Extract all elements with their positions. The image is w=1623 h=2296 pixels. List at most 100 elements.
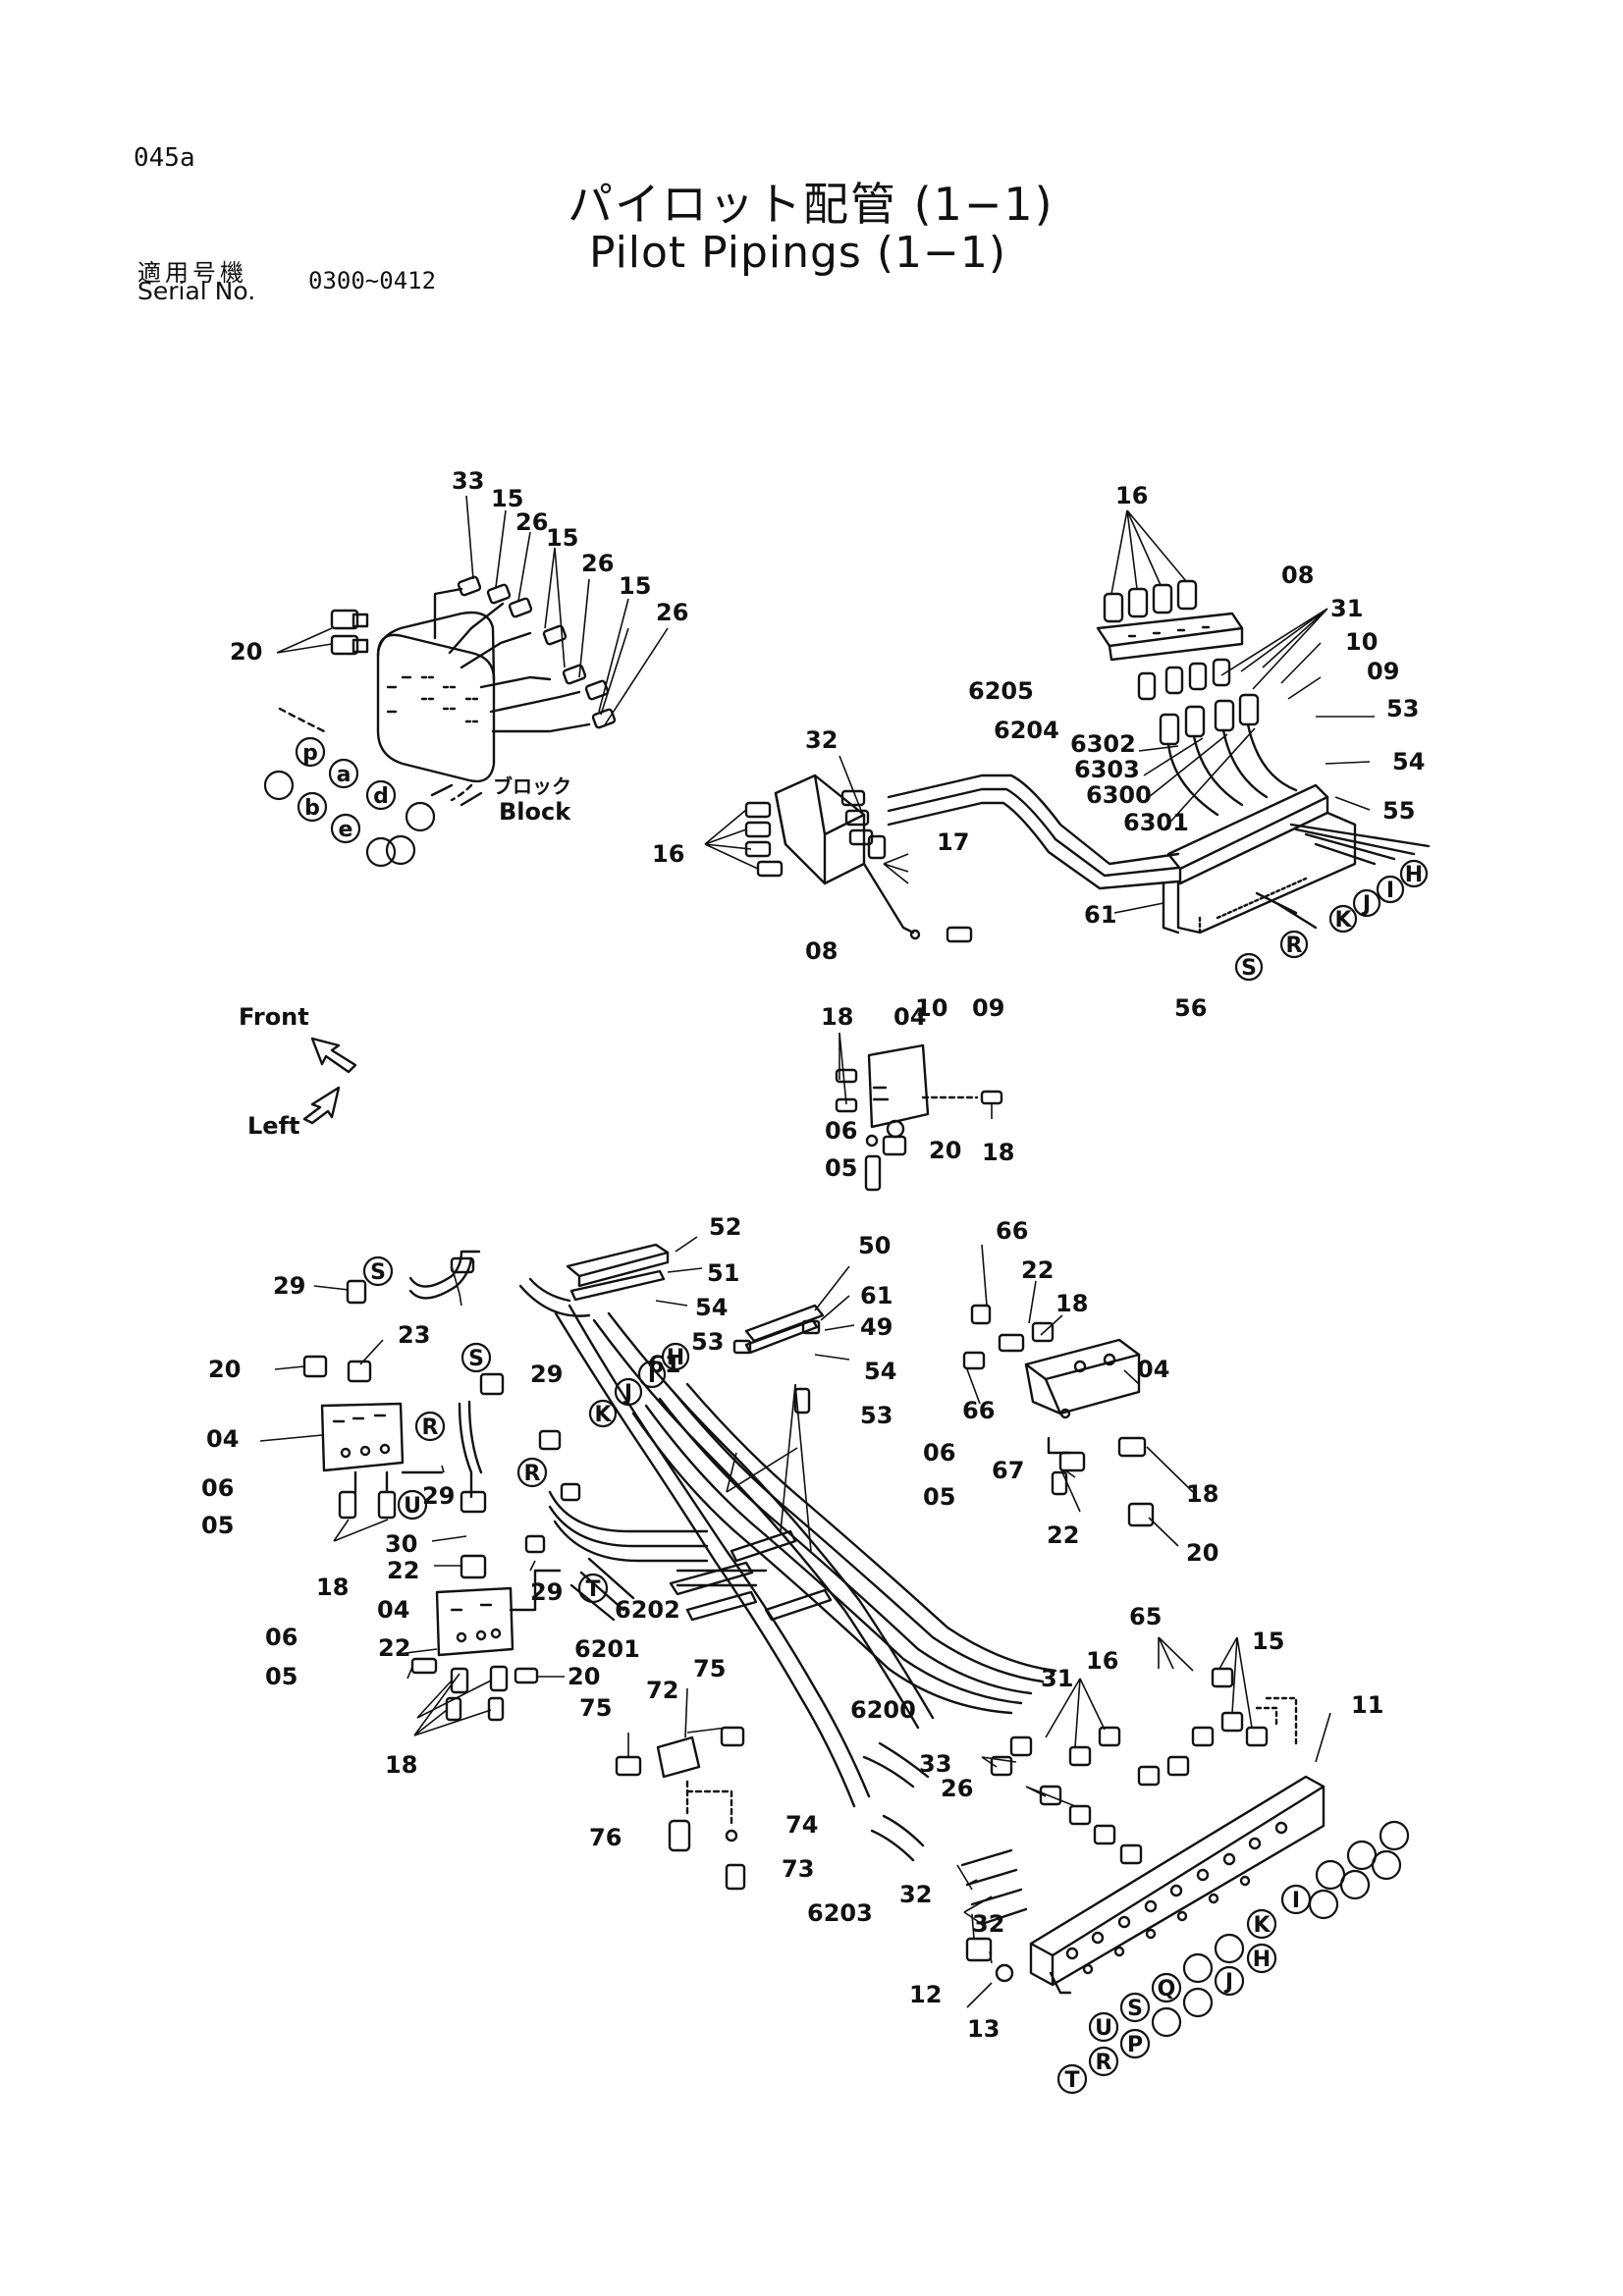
- serial-label-japanese: 適用号機: [137, 259, 247, 287]
- part-label-73: 73: [782, 1855, 814, 1883]
- part-label-65: 65: [1129, 1603, 1162, 1630]
- part-label-53: 53: [691, 1328, 724, 1356]
- part-label-29: 29: [422, 1482, 455, 1510]
- part-label-05: 05: [825, 1154, 857, 1182]
- part-label-66: 66: [996, 1217, 1028, 1245]
- port-label-U: U: [404, 1494, 421, 1519]
- page-title-japanese: パイロット配管 (1−1): [568, 178, 1055, 231]
- part-label-72: 72: [646, 1677, 678, 1704]
- part-label-11: 11: [1351, 1691, 1383, 1719]
- port-label-R: R: [1096, 2051, 1112, 2075]
- part-label-6202: 6202: [615, 1596, 680, 1624]
- port-label-S: S: [468, 1347, 484, 1371]
- part-label-06: 06: [923, 1439, 955, 1467]
- part-label-32: 32: [972, 1910, 1004, 1938]
- part-label-32: 32: [805, 726, 838, 754]
- port-label-S: S: [1241, 956, 1257, 981]
- part-label-09: 09: [1367, 658, 1399, 685]
- part-label-49: 49: [860, 1313, 893, 1341]
- part-label-6302: 6302: [1070, 730, 1136, 758]
- part-label-33: 33: [452, 467, 484, 495]
- part-label-06: 06: [201, 1474, 234, 1502]
- part-label-55: 55: [1382, 797, 1415, 825]
- part-label-33: 33: [919, 1750, 951, 1778]
- part-label-61: 61: [860, 1282, 893, 1309]
- lower-hose-assembly: [518, 1243, 1057, 1862]
- serial-number-range: 0300∼0412: [308, 267, 437, 294]
- valve-72: [615, 1726, 746, 1891]
- part-label-76: 76: [589, 1824, 622, 1851]
- part-label-56: 56: [1174, 994, 1207, 1022]
- port-label-I: I: [1292, 1889, 1300, 1913]
- part-label-74: 74: [785, 1811, 818, 1839]
- part-label-51: 51: [707, 1259, 739, 1287]
- manifold-11: [960, 1667, 1325, 1995]
- part-label-18: 18: [385, 1751, 417, 1779]
- part-label-08: 08: [805, 937, 838, 965]
- part-label-75: 75: [693, 1655, 726, 1682]
- port-label-U: U: [1095, 2016, 1112, 2041]
- port-label-R: R: [422, 1415, 439, 1440]
- left-label: Left: [247, 1112, 299, 1140]
- port-label-b: b: [304, 796, 320, 821]
- part-label-30: 30: [385, 1530, 417, 1558]
- port-label-J: J: [622, 1381, 632, 1406]
- part-label-22: 22: [387, 1557, 419, 1584]
- port-label-S: S: [370, 1260, 386, 1285]
- port-label-I: I: [1386, 879, 1394, 903]
- port-label-H: H: [667, 1346, 684, 1370]
- part-label-29: 29: [273, 1272, 305, 1300]
- port-label-J: J: [1223, 1970, 1233, 1995]
- part-label-10: 10: [915, 994, 947, 1022]
- part-label-54: 54: [695, 1294, 728, 1321]
- part-label-13: 13: [967, 2015, 1000, 2043]
- part-label-20: 20: [1186, 1539, 1218, 1567]
- port-label-e: e: [339, 818, 353, 842]
- page-code: 045a: [134, 143, 195, 173]
- part-label-22: 22: [378, 1634, 410, 1662]
- part-label-29: 29: [530, 1578, 563, 1606]
- block-assembly: [278, 575, 617, 807]
- port-label-S: S: [1127, 1997, 1143, 2021]
- part-label-12: 12: [909, 1981, 942, 2008]
- port-label-T: T: [1064, 2068, 1079, 2093]
- direction-arrows: [302, 1037, 357, 1125]
- part-label-32: 32: [899, 1881, 932, 1908]
- part-label-05: 05: [923, 1483, 955, 1511]
- part-label-6301: 6301: [1123, 809, 1189, 836]
- part-label-61: 61: [1084, 901, 1116, 929]
- part-label-16: 16: [652, 840, 684, 868]
- port-label-P: P: [1127, 2033, 1143, 2057]
- part-label-05: 05: [265, 1663, 298, 1690]
- page-title-english: Pilot Pipings (1−1): [589, 228, 1007, 278]
- part-label-6204: 6204: [994, 717, 1059, 744]
- part-label-18: 18: [821, 1003, 853, 1031]
- part-label-22: 22: [1021, 1256, 1054, 1284]
- part-label-04: 04: [377, 1596, 409, 1624]
- part-label-53: 53: [860, 1402, 893, 1429]
- part-label-6300: 6300: [1086, 781, 1152, 809]
- part-label-15: 15: [619, 572, 651, 600]
- part-label-15: 15: [1252, 1628, 1284, 1655]
- part-label-6205: 6205: [968, 677, 1034, 705]
- upper-manifold-assembly: [744, 579, 1431, 943]
- part-label-23: 23: [398, 1321, 430, 1349]
- part-label-6201: 6201: [574, 1635, 640, 1663]
- block-label-japanese: ブロック: [493, 774, 571, 798]
- part-label-04: 04: [1137, 1356, 1169, 1383]
- part-label-20: 20: [929, 1137, 961, 1164]
- port-label-Q: Q: [1158, 1977, 1176, 2002]
- part-label-18: 18: [982, 1139, 1014, 1166]
- part-label-04: 04: [206, 1425, 239, 1453]
- part-label-16: 16: [1086, 1647, 1118, 1675]
- port-label-d: d: [373, 784, 389, 809]
- port-label-J: J: [1361, 892, 1371, 917]
- part-label-18: 18: [316, 1574, 349, 1601]
- port-label-I: I: [648, 1363, 656, 1388]
- part-label-04: 04: [893, 1003, 926, 1031]
- part-label-15: 15: [546, 524, 578, 552]
- part-label-6303: 6303: [1074, 756, 1140, 783]
- part-label-61: 61: [648, 1351, 680, 1378]
- part-label-18: 18: [1186, 1480, 1218, 1508]
